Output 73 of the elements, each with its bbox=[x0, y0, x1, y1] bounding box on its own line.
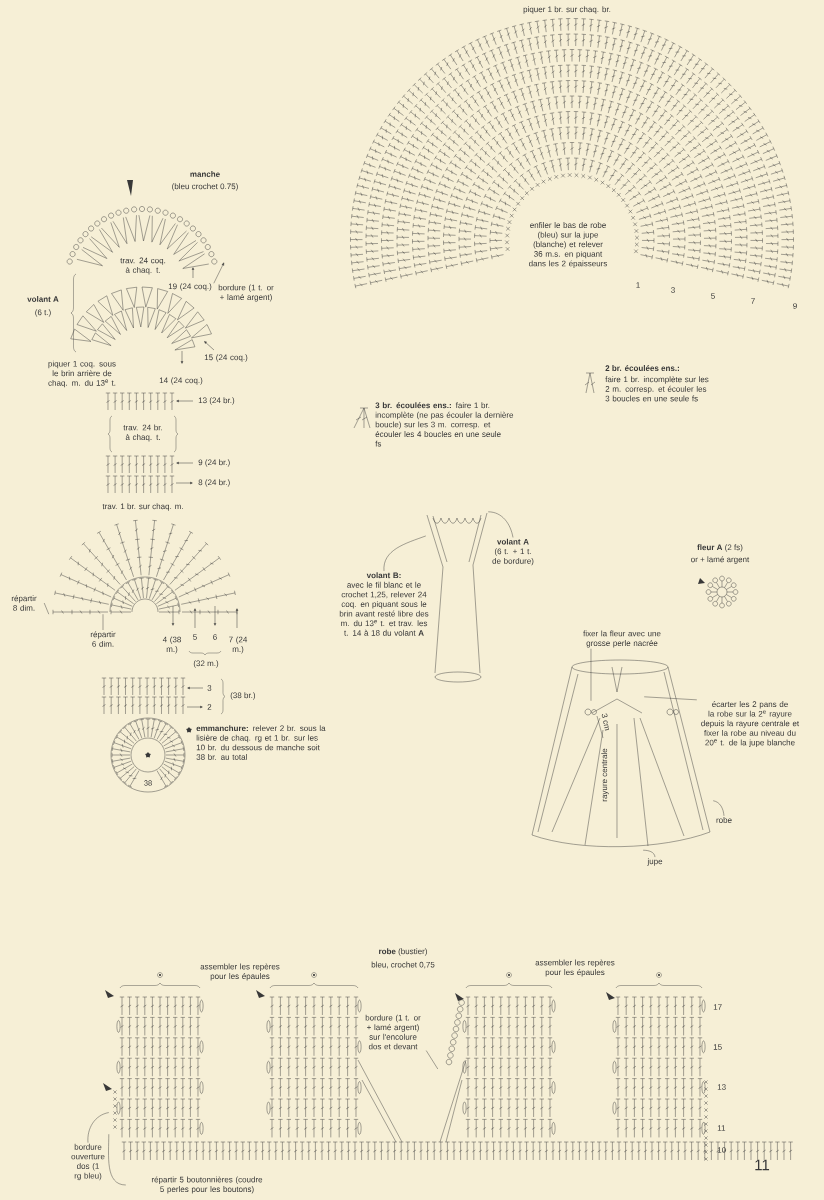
callout-text: répartir 8 dim. bbox=[11, 595, 37, 611]
callout-text: répartir 6 dim. bbox=[90, 631, 116, 647]
row-number: 4 (38 m.) bbox=[162, 636, 181, 654]
row-number: 6 bbox=[213, 634, 217, 640]
row-number: 17 bbox=[713, 1004, 722, 1010]
row-number: 3 bbox=[207, 685, 212, 691]
leader-line bbox=[102, 614, 104, 631]
row-number: 3 bbox=[671, 287, 675, 293]
leader-line bbox=[383, 535, 427, 572]
row-number: 7 (24 m.) bbox=[229, 636, 248, 654]
panel-opening-drawing bbox=[591, 698, 643, 714]
stitch-count: (38 br.) bbox=[230, 692, 256, 700]
callout-text: bordure (1 t. or + lamé argent) bbox=[218, 284, 274, 302]
row-number: 15 (24 coq.) bbox=[204, 354, 248, 362]
row-number: 2 bbox=[207, 704, 212, 710]
leader-line bbox=[590, 648, 592, 702]
row-number: 9 (24 br.) bbox=[198, 459, 230, 467]
heading: 2 br. écoulées ens.: bbox=[605, 365, 679, 371]
leader-line bbox=[643, 696, 698, 701]
stitch-count: (6 t.) bbox=[35, 309, 51, 317]
instruction-text: trav. 24 br. à chaq. t. bbox=[123, 424, 162, 442]
instruction-text: 3 br. écoulées ens.: faire 1 br. incomplète (ne pas écouler la dernière boucle) sur les 3 m. corresp. et écouler les 4 boucles en une seule fs bbox=[375, 402, 514, 447]
leader-line bbox=[487, 511, 514, 538]
row-number: 5 bbox=[193, 634, 197, 640]
dimension-label: 3 cm bbox=[601, 713, 609, 731]
callout-text: fixer la fleur avec une grosse perle nacrée bbox=[583, 630, 661, 648]
stripe-label: rayure centrale bbox=[601, 748, 609, 802]
leader-line bbox=[87, 1112, 110, 1143]
callout-text: bordure (1 t. or + lamé argent) sur l'encolure dos et devant bbox=[365, 1014, 421, 1050]
stitch-count: (32 m.) bbox=[193, 660, 219, 668]
instruction-text: piquer 1 coq. sous le brin arrière de chaq. m. du 13$^{e}$ t. bbox=[48, 360, 116, 388]
row-number: 13 (24 br.) bbox=[198, 397, 235, 405]
callout-text: robe bbox=[716, 817, 732, 823]
leader-line bbox=[642, 850, 656, 858]
instruction-text: faire 1 br. incomplète sur les 2 m. corresp. et écouler les 3 boucles en une seule fs bbox=[605, 376, 709, 402]
row-number: 7 bbox=[751, 298, 755, 304]
row-number: 1 bbox=[636, 282, 640, 288]
instruction-text: or + lamé argent bbox=[691, 556, 750, 564]
heading: volant A bbox=[27, 296, 59, 302]
sleeve-chart-drawing bbox=[66, 206, 218, 269]
heading: fleur A (2 fs) bbox=[697, 544, 743, 552]
callout-text: jupe bbox=[647, 858, 663, 866]
annotation-text: volant A (6 t. + 1 t. de bordure) bbox=[492, 538, 534, 566]
annotation-text: volant B: avec le fil blanc et le crochet 1,25, relever 24 coq. en piquant sous le brin avant resté libre des m. du 13$^{e}$ t. et trav. les t. 14 à 18 du volant A bbox=[339, 572, 429, 636]
leader-line bbox=[213, 262, 225, 284]
row-number: 5 bbox=[711, 293, 715, 299]
leader-line bbox=[108, 1134, 127, 1186]
instruction-text: trav. 1 br. sur chaq. m. bbox=[102, 503, 183, 511]
page-number: 11 bbox=[755, 1159, 770, 1171]
row-number: 19 (24 coq.) bbox=[168, 283, 212, 291]
row-number: 15 bbox=[713, 1044, 722, 1050]
instruction-text: assembler les repères pour les épaules bbox=[535, 959, 615, 977]
neck-panel-chart-drawing bbox=[439, 996, 556, 1143]
pinned-flower-drawing bbox=[584, 708, 597, 716]
row-number: 10 bbox=[717, 1147, 726, 1153]
leader-line bbox=[425, 1050, 439, 1070]
leader-line bbox=[712, 800, 725, 817]
callout-text: écarter les 2 pans de la robe sur la 2$^{e}$ rayure depuis la rayure centrale et fixer la robe au niveau du 20$^{e}$ t. de la jupe blanche bbox=[701, 701, 800, 747]
instruction-text: emmanchure: relever 2 br. sous la lisière de chaq. rg et 1 br. sur les 10 br. du dessous de manche soit 38 br. au total bbox=[196, 725, 326, 760]
heading: robe (bustier) bbox=[379, 948, 427, 956]
row-number: 14 (24 coq.) bbox=[159, 377, 203, 385]
back-panel-chart-drawing bbox=[113, 996, 204, 1138]
callout-text: répartir 5 boutonnières (coudre 5 perles pour les boutons) bbox=[151, 1176, 263, 1194]
instruction-text: (bleu crochet 0.75) bbox=[172, 183, 238, 191]
instruction-text: piquer 1 br. sur chaq. br. bbox=[523, 6, 611, 14]
callout-text: bordure ouverture dos (1 rg bleu) bbox=[71, 1143, 105, 1181]
leader-line bbox=[43, 602, 50, 615]
row-number: 13 bbox=[717, 1084, 726, 1090]
row-number: 11 bbox=[717, 1125, 726, 1131]
instruction-text: trav. 24 coq. à chaq. t. bbox=[120, 257, 166, 275]
yoke-chart-drawing bbox=[52, 520, 238, 615]
row-number: 9 bbox=[793, 303, 797, 309]
instruction-text: enfiler le bas de robe (bleu) sur la jupe (blanche) et relever 36 m.s. en piquant dans les 2 épaisseurs bbox=[528, 222, 608, 268]
